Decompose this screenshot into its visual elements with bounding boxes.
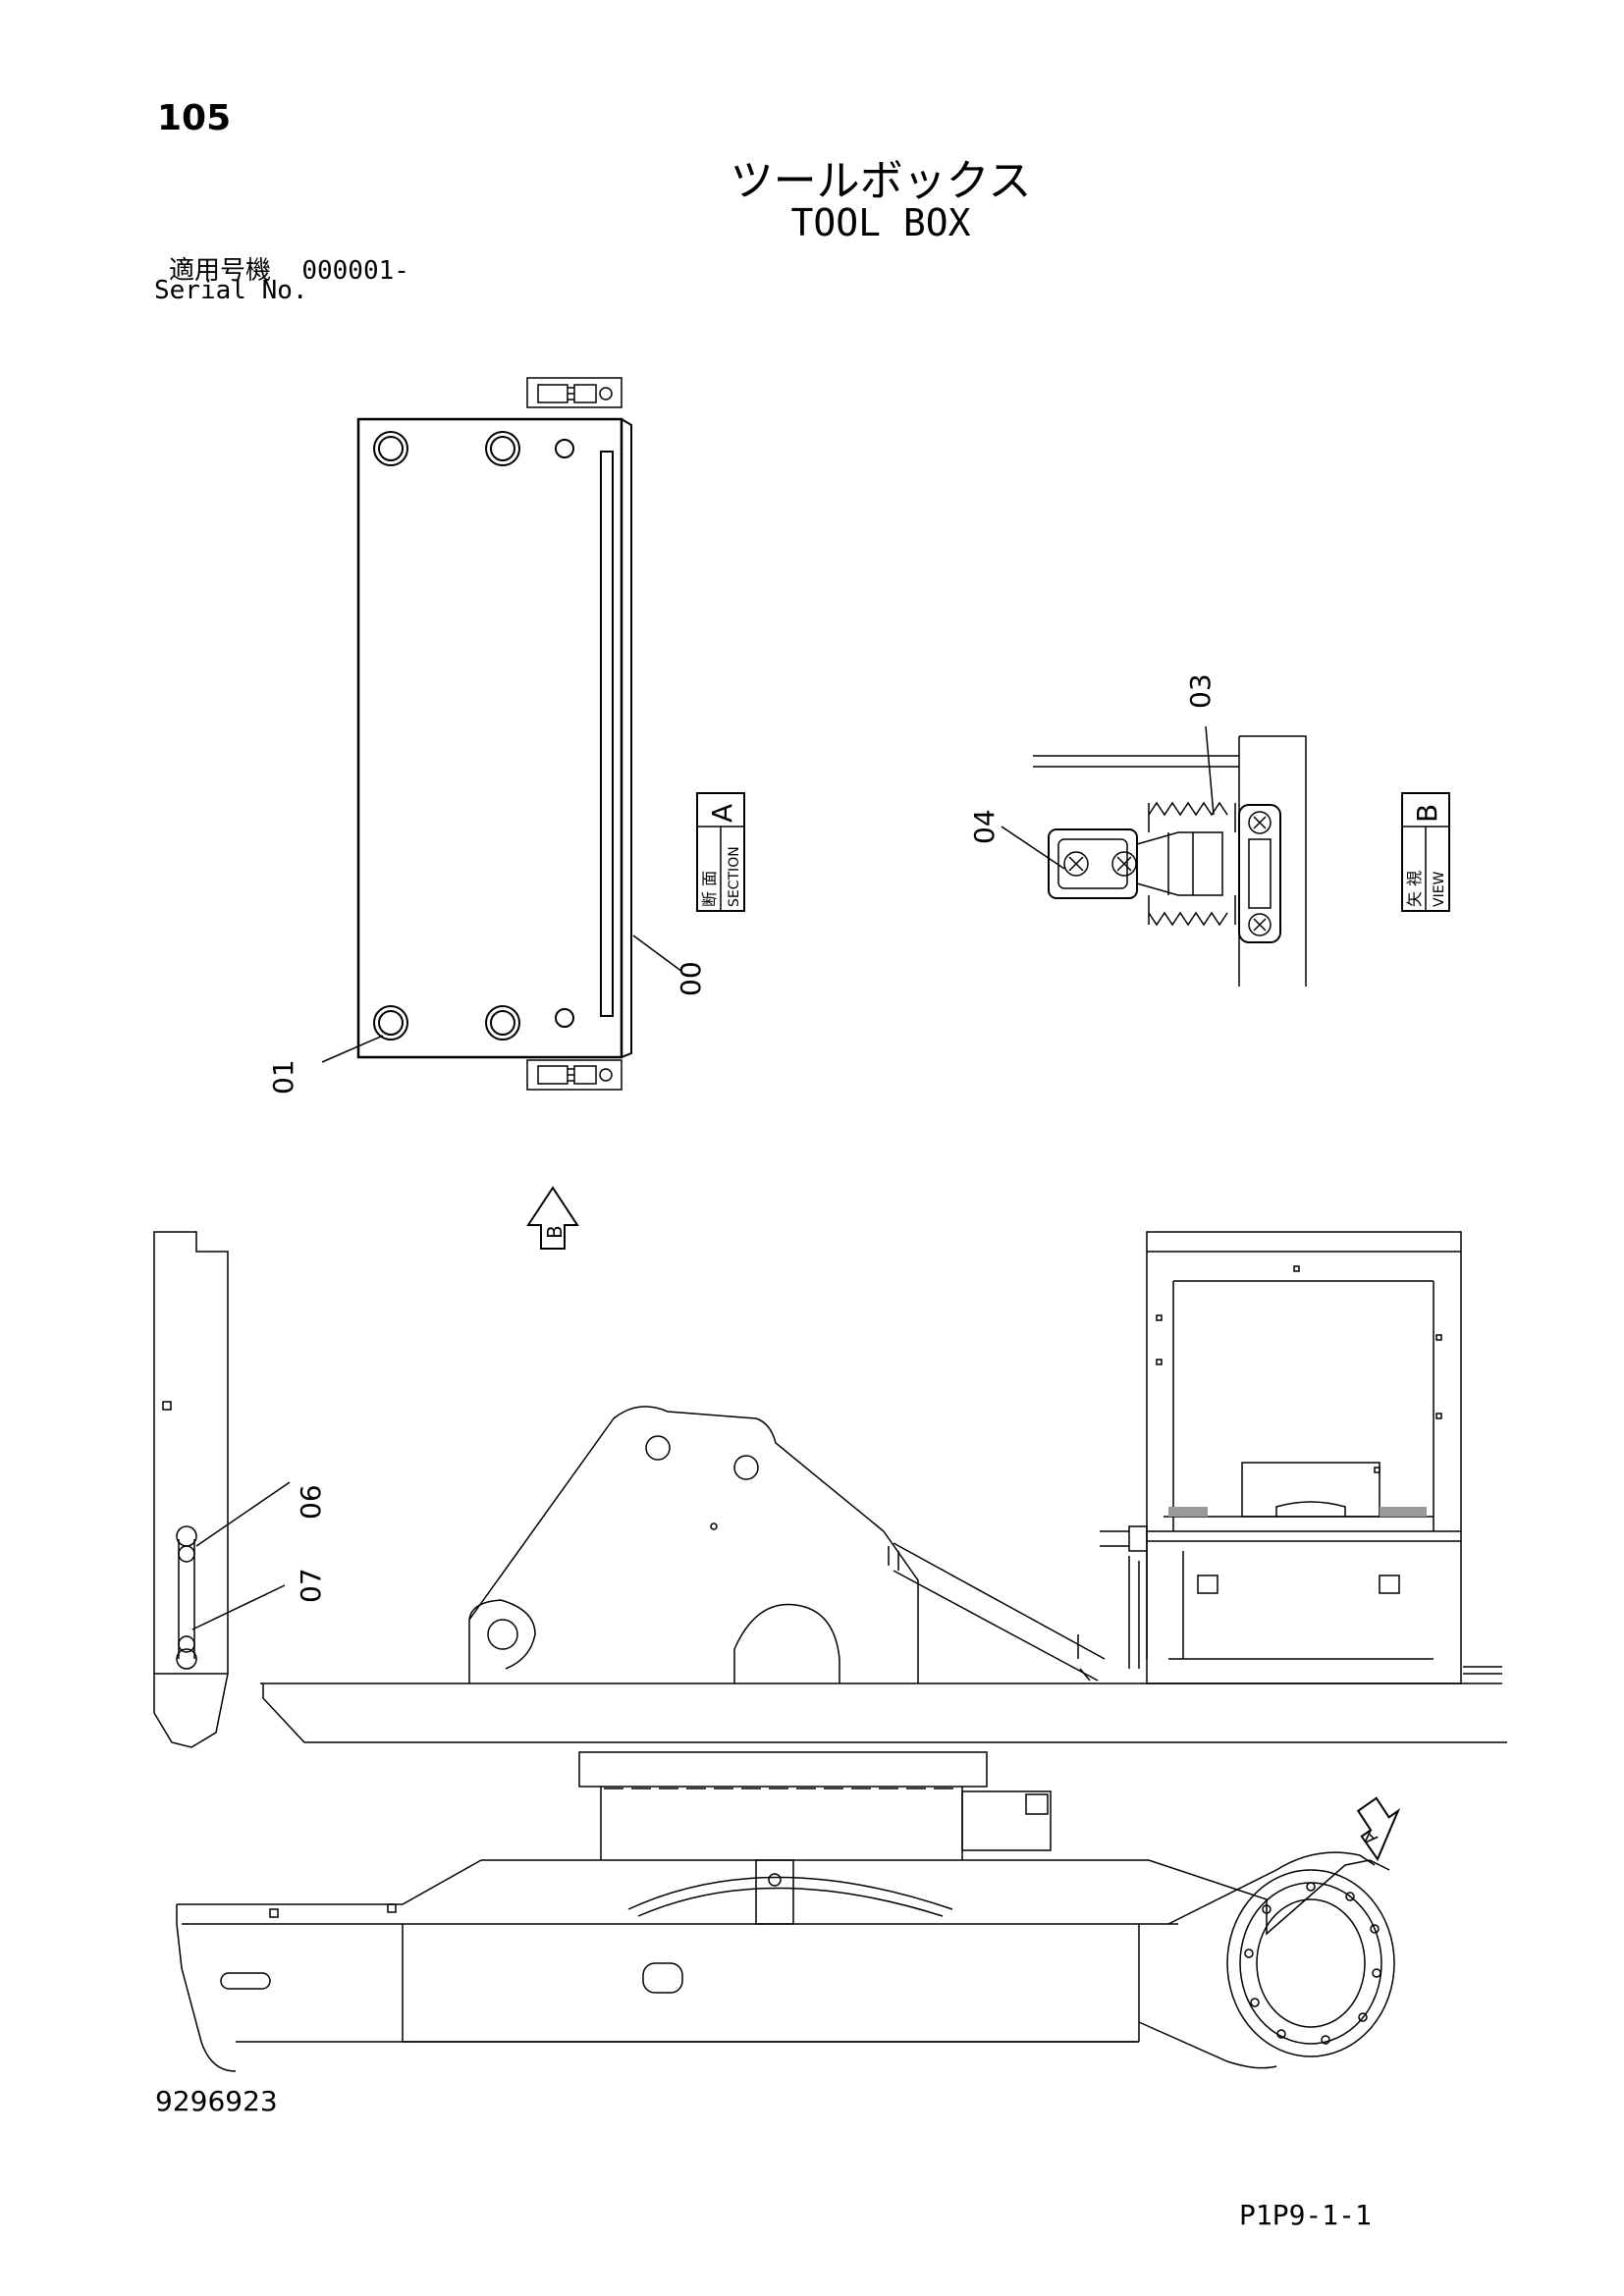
- section-letter: A: [706, 804, 738, 823]
- swing-bearing: [578, 1751, 988, 1860]
- upper-deck: [260, 1666, 1507, 1743]
- latch-detail-view: [1001, 725, 1307, 987]
- section-a-label: A 断 面 SECTION: [696, 792, 745, 912]
- arrow-b-letter: B: [543, 1225, 567, 1239]
- toolbox-section-view: [321, 377, 683, 1091]
- right-housing: [1100, 1231, 1462, 1684]
- view-b-arrow: B: [526, 1186, 579, 1250]
- drawing-number: 9296923: [155, 2085, 278, 2117]
- callout-07: 07: [295, 1568, 327, 1603]
- bottom-latch: [526, 1059, 623, 1091]
- callout-03: 03: [1184, 673, 1217, 709]
- serial-label-jp-text: 適用号機: [169, 256, 272, 286]
- serial-label-english: Serial No.: [154, 276, 308, 305]
- serial-value: 000001-: [301, 256, 409, 286]
- lid-strip: [600, 451, 614, 1017]
- title-english: TOOL BOX: [790, 201, 971, 244]
- section-a-arrow: A: [1356, 1796, 1401, 1862]
- callout-00: 00: [675, 961, 707, 996]
- view-en-label: VIEW: [1432, 871, 1447, 907]
- under-deck-box: [961, 1790, 1052, 1851]
- left-frame-post: [153, 1231, 291, 1748]
- view-jp-label: 矢 視: [1405, 871, 1424, 907]
- page-number: 105: [157, 98, 232, 138]
- toolbox-outline: [356, 417, 623, 1059]
- callout-01: 01: [267, 1059, 299, 1095]
- track-frame: [176, 1859, 1390, 2072]
- view-letter: B: [1411, 804, 1443, 823]
- section-en-label: SECTION: [727, 846, 742, 907]
- page-code: P1P9-1-1: [1239, 2199, 1372, 2231]
- callout-06: 06: [295, 1484, 327, 1520]
- callout-04: 04: [968, 809, 1001, 844]
- bolt-holes: [373, 431, 574, 1041]
- section-jp-label: 断 面: [700, 871, 719, 907]
- top-latch: [526, 377, 623, 408]
- view-b-label: B 矢 視 VIEW: [1401, 792, 1450, 912]
- boom-bracket: [468, 1406, 1106, 1683]
- idler-wheel: [1167, 1851, 1395, 2057]
- serial-label-japanese: 適用号機 000001-: [169, 250, 409, 287]
- title-japanese: ツールボックス: [730, 156, 1032, 206]
